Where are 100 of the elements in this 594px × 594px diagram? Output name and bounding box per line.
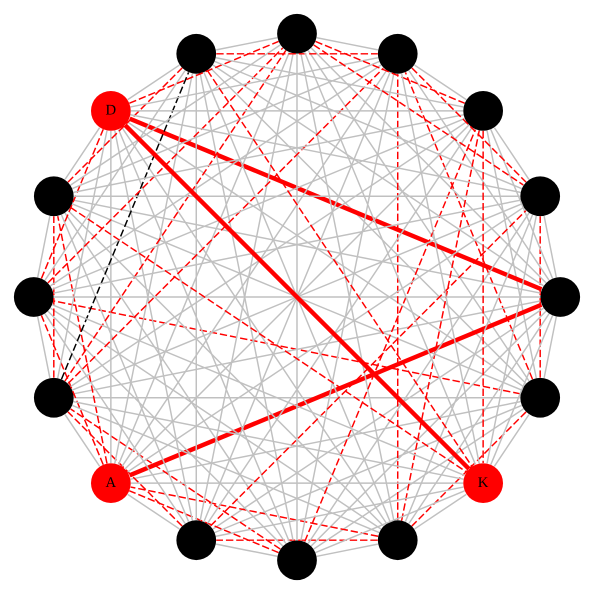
node-circle [540,277,580,317]
connector [50,64,382,287]
connector [304,129,476,542]
connector [37,216,51,278]
connector [411,411,527,527]
node-circle [277,14,317,54]
node-circle [176,520,216,560]
connector [127,121,524,388]
connector [40,129,104,279]
connector [210,68,526,384]
connector [127,494,180,530]
connector [408,313,550,524]
connector [203,72,391,522]
connector [130,114,521,194]
node-circle [176,34,216,74]
connector [296,54,298,540]
connector [74,196,520,198]
connector [129,40,279,104]
node-circle [34,378,74,418]
connector [47,47,284,284]
connector [210,210,526,526]
connector [64,212,287,544]
connector [216,543,278,557]
connector [404,214,534,522]
connector [304,52,476,465]
connector [216,539,378,541]
connector [52,118,465,290]
node-circle: K [463,463,503,503]
node-circle: A [91,463,131,503]
connector [70,44,281,186]
connector [216,486,464,537]
connector [539,216,541,378]
connector [400,130,480,521]
connector [130,400,521,480]
connector [73,400,464,480]
connector [130,57,378,108]
connector [72,203,522,391]
node-circle [378,520,418,560]
connector [128,302,542,478]
connector [68,68,384,384]
connector [60,72,190,380]
node-circle [277,540,317,580]
connector [206,127,473,524]
connector [316,543,378,557]
connector [118,52,290,465]
connector [70,121,467,388]
connector [72,60,380,190]
connector [68,210,384,526]
connector [214,60,522,190]
connector [74,397,520,398]
connector [543,316,557,378]
connector [212,64,544,287]
connector [313,44,524,186]
connector [70,408,281,550]
connector [50,308,382,530]
connector [308,50,530,382]
node-circle: D [91,91,131,131]
node-circle [520,378,560,418]
connector [543,216,557,278]
connector [315,40,465,104]
connector [494,127,530,180]
connector [37,316,51,378]
connector [122,70,388,467]
connector [127,64,180,100]
connector [196,74,197,520]
connector [307,212,530,544]
node-circle [34,176,74,216]
connector [44,313,186,524]
connector [400,73,480,464]
connector [121,127,388,524]
connector [64,50,286,382]
connector [214,404,522,534]
connector [70,206,467,473]
connector [414,64,467,100]
connector [482,130,484,464]
connector [206,70,473,467]
connector [64,414,100,467]
connector [216,37,278,51]
connector [404,72,534,380]
connector [130,110,464,112]
connector [47,310,284,547]
connector [411,67,527,183]
connector [130,482,464,484]
connector [110,130,112,464]
connector [67,411,183,527]
connector [53,216,55,378]
connector [408,70,550,281]
connector [52,304,465,476]
node-circle [14,277,54,317]
connector [216,57,464,108]
connector [130,486,378,537]
connector [486,130,537,378]
connector [118,129,290,542]
connector [57,216,108,464]
connector [64,127,100,180]
connector [54,296,540,298]
connector [310,310,547,547]
connector [494,414,530,467]
connector [127,206,524,472]
connector [486,216,537,464]
